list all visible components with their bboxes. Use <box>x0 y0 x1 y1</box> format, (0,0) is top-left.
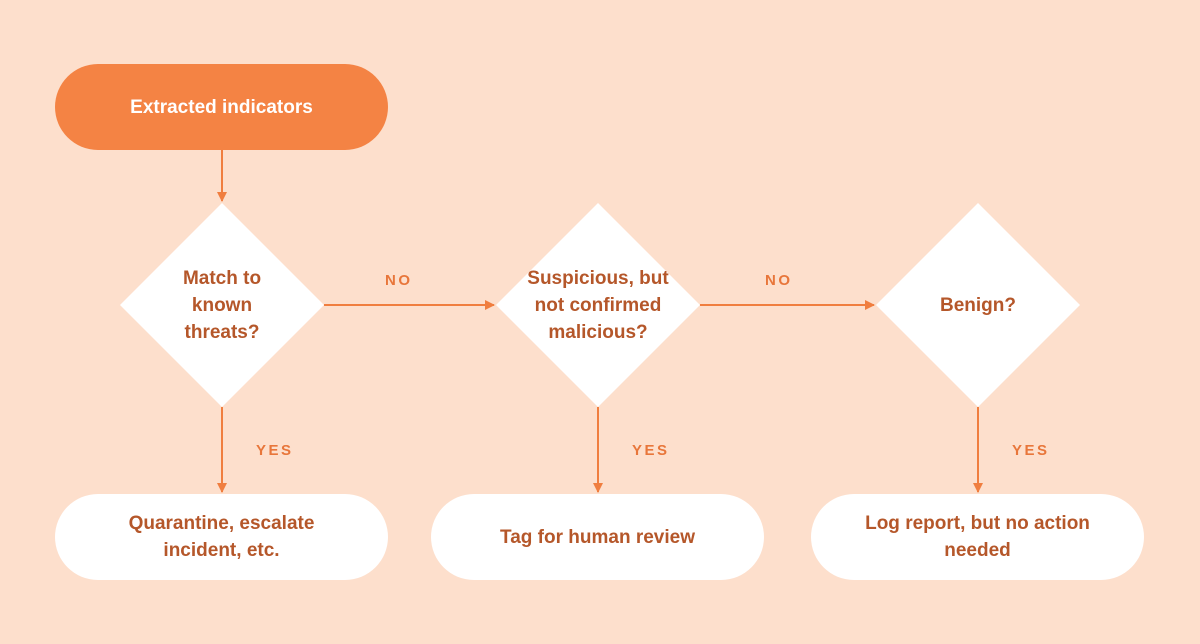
edge-label-yes: YES <box>1012 442 1050 459</box>
edge-label-no: NO <box>385 272 413 289</box>
outcome-quarantine-node: Quarantine, escalate incident, etc. <box>55 494 388 580</box>
decision-known-threats-shape <box>120 203 324 407</box>
decision-known-threats-label: Match to known threats? <box>182 268 262 343</box>
start-node: Extracted indicators <box>55 64 388 150</box>
outcome-log-report-label: Log report, but no action needed <box>865 513 1090 561</box>
outcome-human-review-label: Tag for human review <box>500 526 695 548</box>
edge-label-yes: YES <box>632 442 670 459</box>
decision-suspicious-label: Suspicious, but not confirmed malicious? <box>527 268 669 343</box>
edge-label-no: NO <box>765 272 793 289</box>
start-node-label: Extracted indicators <box>130 96 313 118</box>
edge-label-yes: YES <box>256 442 294 459</box>
outcome-log-report-node: Log report, but no action needed <box>811 494 1144 580</box>
outcome-human-review-node: Tag for human review <box>431 494 764 580</box>
decision-suspicious-shape <box>496 203 700 407</box>
outcome-quarantine-label: Quarantine, escalate incident, etc. <box>128 513 315 561</box>
decision-benign-label: Benign? <box>940 294 1016 316</box>
decision-benign-shape <box>876 203 1080 407</box>
